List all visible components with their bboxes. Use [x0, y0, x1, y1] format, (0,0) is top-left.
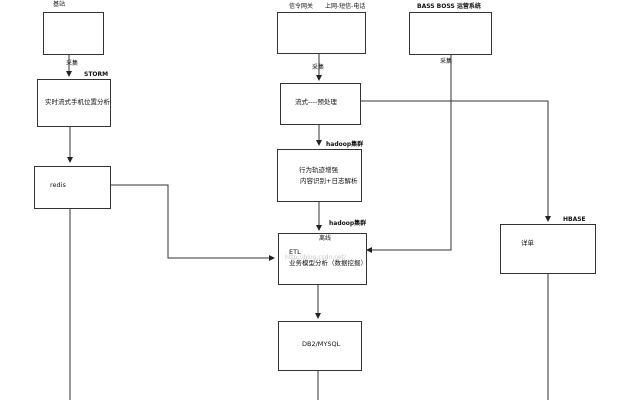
signaling-gateway-label: 信令网关 [289, 3, 314, 10]
detail-text: 详单 [521, 239, 534, 247]
db-box: DB2/MYSQL [278, 321, 362, 371]
redis-box: redis [34, 166, 111, 209]
stream-preprocess-box: 流式----预处理 [280, 83, 361, 125]
internet-sms-call-label: 上网-短信-电话 [325, 3, 366, 10]
offline-label: 离线 [319, 235, 332, 242]
edge-bass-to-etl [366, 55, 452, 253]
detail-box: 详单 [500, 224, 596, 274]
base-station-label: 基站 [53, 1, 66, 8]
stream-preprocess-text: 流式----预处理 [295, 98, 337, 106]
redis-text: redis [50, 181, 66, 189]
etl-box: ETL 业务模型分析（数据挖掘） [278, 233, 367, 285]
behavior-line1: 行为轨迹增强 [299, 166, 338, 174]
edge-redis-to-etl [111, 184, 275, 261]
signaling-gateway-box [277, 12, 366, 54]
watermark: http://blog.csdn.net/ [285, 254, 347, 261]
storm-label: STORM [84, 71, 109, 78]
realtime-analysis-box: 实时流式手机位置分析 [37, 79, 111, 127]
bass-boss-box [409, 12, 492, 55]
etl-line2: 业务模型分析（数据挖掘） [289, 259, 367, 267]
edge-stream-to-hbase [361, 100, 551, 222]
collect-label-bass: 采集 [440, 58, 453, 65]
hbase-label: HBASE [563, 216, 586, 223]
hadoop-label-1: hadoop集群 [326, 141, 364, 148]
db-text: DB2/MYSQL [302, 340, 341, 348]
behavior-box: 行为轨迹增强 内容识别+日志解析 [277, 149, 362, 202]
bass-boss-label: BASS BOSS 运营系统 [417, 3, 481, 10]
base-station-box [43, 12, 104, 55]
collect-label-base: 采集 [66, 60, 79, 67]
realtime-analysis-text: 实时流式手机位置分析 [45, 98, 110, 106]
behavior-line2: 内容识别+日志解析 [300, 177, 358, 185]
collect-label-gateway: 采集 [312, 64, 325, 71]
hadoop-label-2: hadoop集群 [329, 220, 367, 227]
etl-line1: ETL [289, 248, 301, 256]
